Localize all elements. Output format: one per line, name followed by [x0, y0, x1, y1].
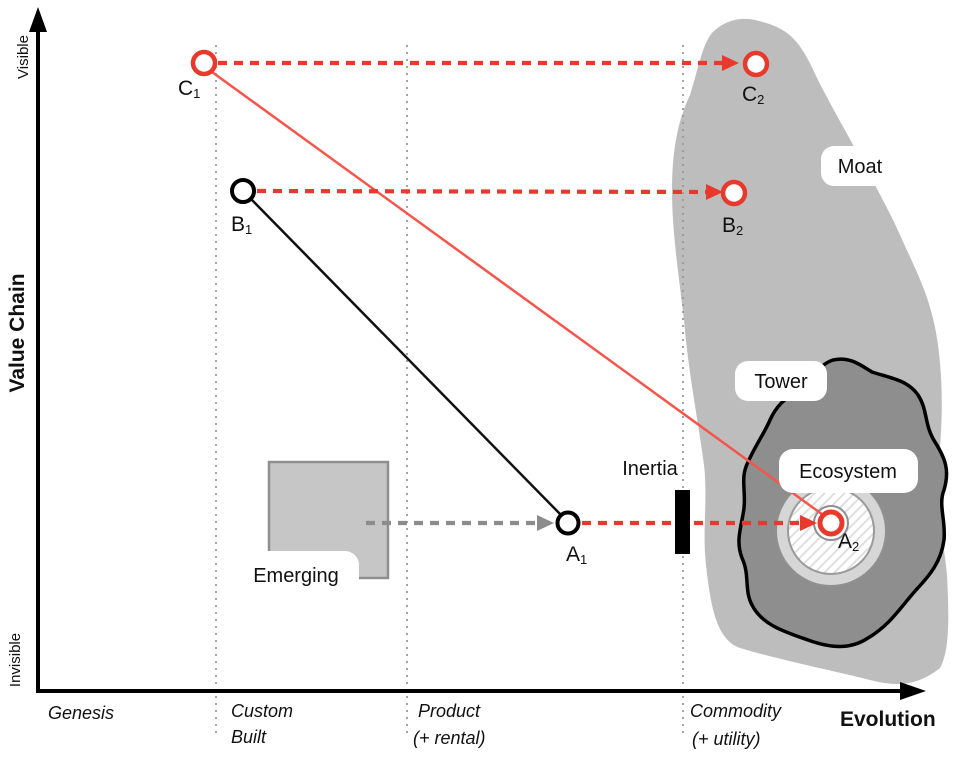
- y-axis-bottom-label: Invisible: [7, 633, 24, 687]
- ecosystem-label-bg: [779, 449, 918, 493]
- node-c2: [742, 50, 770, 78]
- y-axis-arrowhead: [29, 7, 47, 32]
- inertia-bar: [675, 490, 690, 554]
- emerging-label: Emerging: [253, 565, 339, 587]
- stage-label-genesis: Genesis: [48, 703, 114, 723]
- evolution-arrowhead-a: [800, 515, 817, 531]
- node-a1: [555, 510, 581, 536]
- stage-label-product-line1: Product: [418, 701, 481, 721]
- node-b1: [230, 178, 256, 204]
- value-chain-link-b1-a1: [250, 198, 562, 516]
- node-c1: [190, 49, 218, 77]
- node-label-a1: A1: [566, 543, 587, 567]
- tower-label: Tower: [754, 371, 808, 393]
- stage-label-custom-line1: Custom: [231, 701, 293, 721]
- node-b2: [720, 179, 748, 207]
- node-label-a2: A2: [838, 530, 859, 554]
- node-label-b2: B2: [722, 214, 743, 238]
- evolution-arrowhead-c: [722, 55, 739, 71]
- stage-label-custom-line2: Built: [231, 727, 267, 747]
- stage-label-commodity-line1: Commodity: [690, 701, 782, 721]
- tower-label-bg: [735, 361, 827, 401]
- stage-label-product-line2: (+ rental): [413, 728, 486, 748]
- node-label-b1: B1: [231, 213, 252, 237]
- node-label-c1: C1: [178, 77, 200, 101]
- ecosystem-label: Ecosystem: [799, 461, 897, 483]
- evolution-arrowhead-b: [706, 184, 723, 200]
- node-a2: [817, 509, 845, 537]
- stage-label-commodity-line2: (+ utility): [692, 729, 761, 749]
- node-label-c2: C2: [742, 83, 764, 107]
- x-axis-title: Evolution: [840, 708, 936, 731]
- inertia-label: Inertia: [622, 458, 678, 480]
- emerging-arrowhead: [537, 515, 554, 531]
- x-axis-arrowhead: [900, 682, 926, 700]
- value-chain-link-c1-a2: [211, 70, 831, 522]
- y-axis-title: Value Chain: [6, 273, 29, 392]
- emerging-label-bg: [233, 551, 359, 596]
- moat-label-bg: [821, 146, 900, 186]
- y-axis-top-label: Visible: [15, 35, 32, 79]
- moat-label: Moat: [838, 156, 883, 178]
- evolution-arrow-b: [256, 188, 707, 195]
